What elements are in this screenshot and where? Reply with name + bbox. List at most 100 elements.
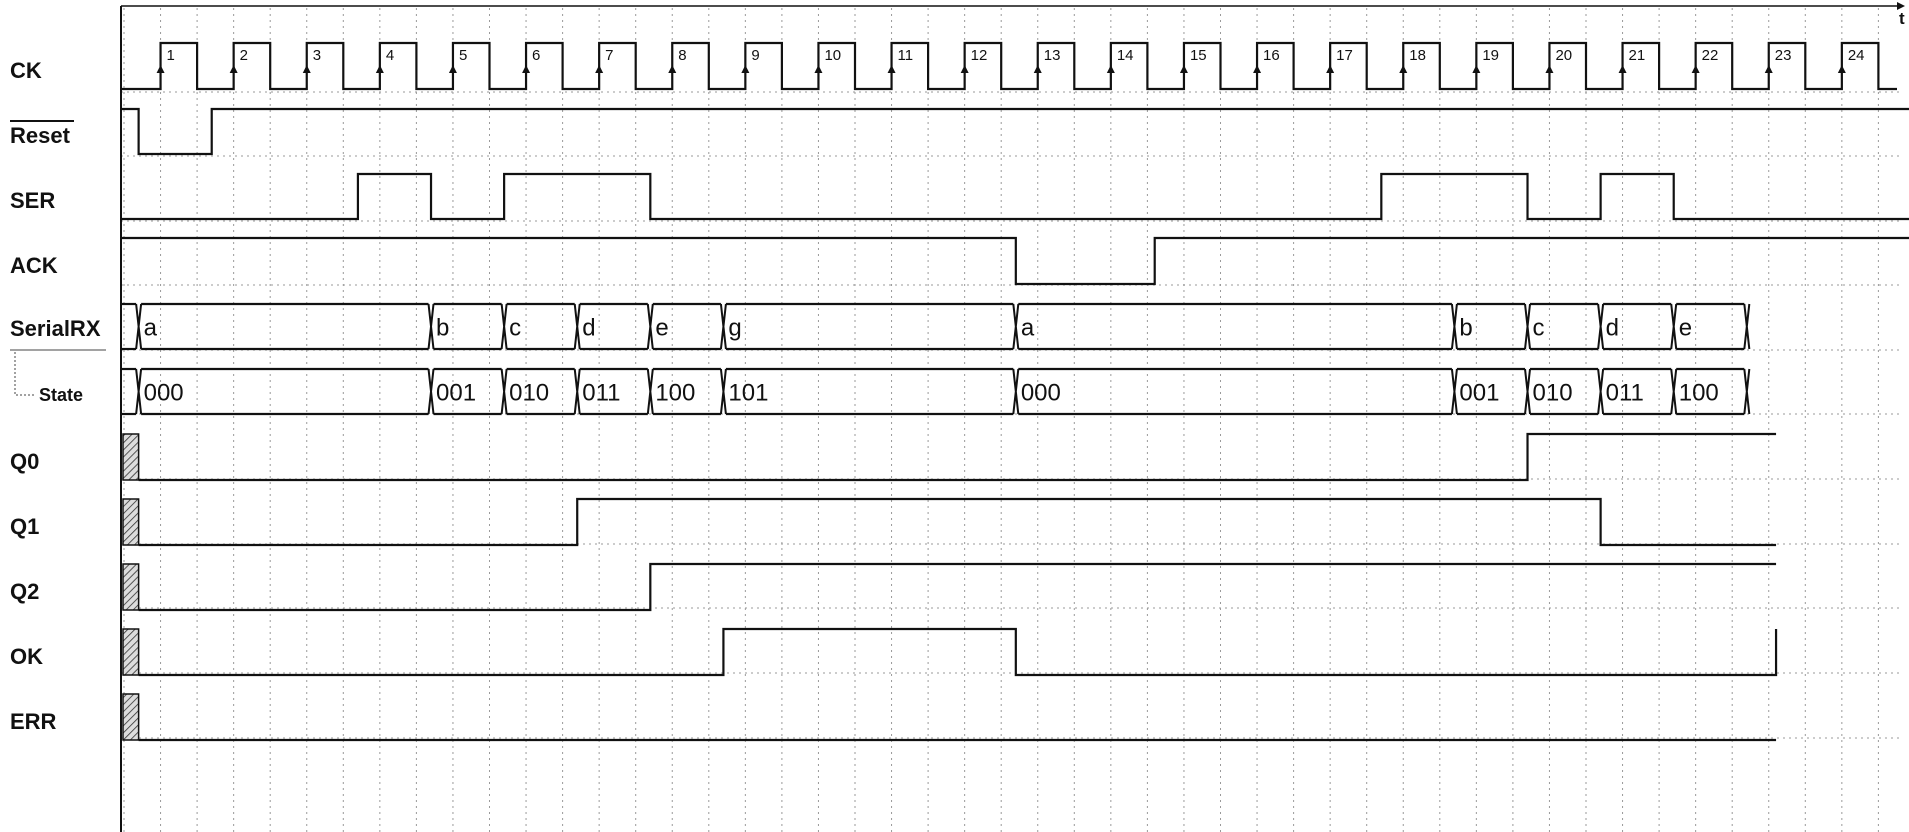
clock-edge-arrow — [1326, 65, 1335, 73]
bus-transition — [719, 368, 727, 415]
clock-edge-number: 22 — [1702, 47, 1719, 64]
bus-value: e — [655, 315, 668, 342]
clock-edge-arrow — [1106, 65, 1115, 73]
label-reset: Reset — [10, 123, 71, 148]
bus-transition — [646, 368, 654, 415]
bus-value: 001 — [1459, 380, 1499, 407]
ser-wave — [121, 172, 1909, 221]
bus-transition — [573, 303, 581, 350]
clock-edge-number: 17 — [1336, 47, 1353, 64]
clock-edge-arrow — [1618, 65, 1627, 73]
reset-wave — [121, 107, 1909, 156]
clock-edge-number: 1 — [167, 47, 175, 64]
label-q0: Q0 — [10, 449, 39, 474]
clock-edge-arrow — [960, 65, 969, 73]
bus-value: 010 — [509, 380, 549, 407]
bus-transition — [135, 303, 143, 350]
q2-wave — [138, 562, 1777, 612]
clock-edge-arrow — [1179, 65, 1188, 73]
bus-transition — [500, 303, 508, 350]
bus-transition — [1524, 303, 1532, 350]
bus-transition — [573, 368, 581, 415]
clock-edge-arrow — [1837, 65, 1846, 73]
time-axis-label: t — [1899, 9, 1905, 28]
clock-edge-number: 19 — [1482, 47, 1499, 64]
bus-value: 010 — [1533, 380, 1573, 407]
frame: t — [120, 2, 1905, 832]
q1-wave — [138, 497, 1777, 547]
unknown-region — [122, 693, 140, 741]
clock-edge-number: 3 — [313, 47, 321, 64]
clock-edge-number: 14 — [1117, 47, 1134, 64]
bus-transition — [1743, 303, 1751, 350]
bus-transition — [646, 303, 654, 350]
label-serialrx: SerialRX — [10, 316, 101, 341]
bus-value: b — [1459, 315, 1472, 342]
clock-edge-number: 12 — [971, 47, 988, 64]
label-q2: Q2 — [10, 579, 39, 604]
label-ok: OK — [10, 644, 43, 669]
clock-edge-number: 11 — [898, 47, 914, 64]
time-axis-arrow — [1897, 2, 1905, 10]
bus-transition — [1450, 303, 1458, 350]
bus-value: 101 — [728, 380, 768, 407]
clock-edge-arrow — [156, 65, 165, 73]
clock-edge-number: 5 — [459, 47, 467, 64]
ok-wave — [138, 627, 1778, 677]
bus-value: 011 — [1606, 380, 1644, 407]
bus-value: 001 — [436, 380, 476, 407]
unknown-region — [122, 433, 140, 481]
bus-transition — [1670, 303, 1678, 350]
label-q1: Q1 — [10, 514, 39, 539]
grid — [121, 8, 1900, 832]
label-err: ERR — [10, 709, 57, 734]
bus-transition — [1524, 368, 1532, 415]
clock-edge-arrow — [302, 65, 311, 73]
clock-edge-number: 20 — [1555, 47, 1572, 64]
bus-value: a — [1021, 315, 1035, 342]
bus-value: c — [1533, 315, 1545, 342]
clock-edge-arrow — [375, 65, 384, 73]
bus-transition — [427, 303, 435, 350]
clock-edge-number: 10 — [824, 47, 841, 64]
clock-edge-arrow — [668, 65, 677, 73]
bus-transition — [1012, 303, 1020, 350]
bus-transition — [719, 303, 727, 350]
bus-value: g — [728, 315, 741, 342]
clock-edge-arrow — [887, 65, 896, 73]
bus-value: d — [582, 315, 595, 342]
clock-edge-arrow — [229, 65, 238, 73]
unknown-region — [122, 563, 140, 611]
clock-edge-arrow — [741, 65, 750, 73]
clock-edge-arrow — [1472, 65, 1481, 73]
clock-edge-arrow — [1691, 65, 1700, 73]
bus-transition — [1743, 368, 1751, 415]
bus-transition — [427, 368, 435, 415]
bus-transition — [135, 368, 143, 415]
bus-transition — [1670, 368, 1678, 415]
clock-edge-number: 2 — [240, 47, 248, 64]
bus-value: 000 — [1021, 380, 1061, 407]
clock-edge-arrow — [814, 65, 823, 73]
clock-edge-arrow — [1253, 65, 1262, 73]
clock-edge-arrow — [1545, 65, 1554, 73]
bus-value: 100 — [1679, 380, 1719, 407]
bus-value: e — [1679, 315, 1692, 342]
label-state: State — [39, 385, 83, 405]
label-ser: SER — [10, 188, 55, 213]
bus-transition — [1450, 368, 1458, 415]
clock-edge-number: 24 — [1848, 47, 1865, 64]
clock-edge-number: 13 — [1044, 47, 1061, 64]
unknown-region — [122, 498, 140, 546]
bus-transition — [1597, 303, 1605, 350]
bus-transition — [500, 368, 508, 415]
bus-value: d — [1606, 315, 1619, 342]
clock-edge-number: 8 — [678, 47, 686, 64]
clock-edge-number: 15 — [1190, 47, 1207, 64]
clock-edge-arrow — [522, 65, 531, 73]
bus-transition — [1012, 368, 1020, 415]
